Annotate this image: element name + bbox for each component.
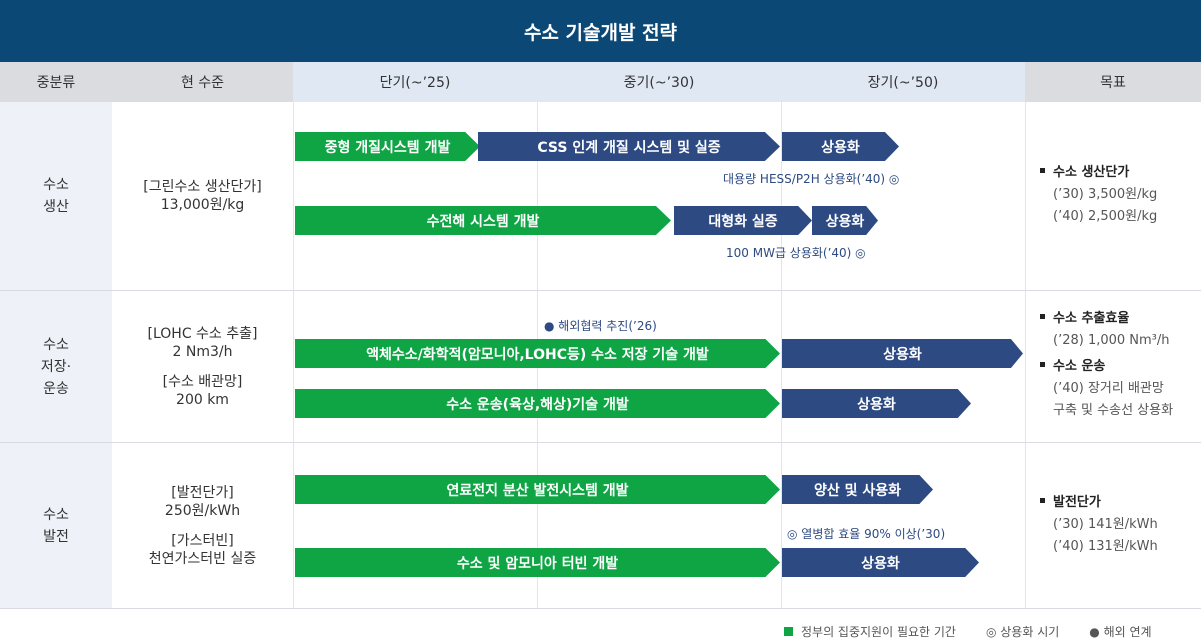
level-line: [가스터빈] bbox=[171, 532, 234, 549]
level-storage: [LOHC 수소 추출] 2 Nm3/h [수소 배관망] 200 km bbox=[112, 291, 293, 442]
header-current-level: 현 수준 bbox=[112, 62, 293, 102]
category-line: 발전 bbox=[43, 528, 69, 545]
bullet-icon bbox=[1040, 498, 1045, 503]
goal-item: (’28) 1,000 Nm³/h bbox=[1053, 333, 1170, 348]
bar-transport: 수소 운송(육상,해상)기술 개발 bbox=[295, 389, 780, 418]
bar-medium-reformer: 중형 개질시스템 개발 bbox=[295, 132, 480, 161]
note-chp: ◎ 열병합 효율 90% 이상(’30) bbox=[787, 527, 946, 541]
divider-h-3 bbox=[0, 608, 1201, 609]
goal-item: 구축 및 수송선 상용화 bbox=[1053, 403, 1174, 418]
divider-v-1 bbox=[293, 102, 294, 608]
category-line: 수소 bbox=[43, 177, 69, 193]
divider-h-1 bbox=[0, 290, 1201, 291]
level-line: 13,000원/kg bbox=[160, 197, 245, 213]
goal-storage: 수소 추출효율 (’28) 1,000 Nm³/h 수소 운송 (’40) 장거… bbox=[1040, 308, 1173, 422]
header-long-term: 장기(~’50) bbox=[781, 62, 1025, 102]
goal-power: 발전단가 (’30) 141원/kWh (’40) 131원/kWh bbox=[1040, 492, 1158, 558]
bar-commercial-2: 상용화 bbox=[812, 206, 878, 235]
bar-liquid-storage: 액체수소/화학적(암모니아,LOHC등) 수소 저장 기술 개발 bbox=[295, 339, 780, 368]
goal-item: (’30) 141원/kWh bbox=[1053, 517, 1158, 532]
level-line: [수소 배관망] bbox=[162, 373, 243, 390]
header-mid-term: 중기(~’30) bbox=[537, 62, 781, 102]
level-line: 200 km bbox=[176, 391, 229, 408]
category-line: 수소 bbox=[43, 506, 69, 523]
divider-v-4 bbox=[1025, 102, 1026, 608]
level-line: [LOHC 수소 추출] bbox=[147, 325, 258, 342]
goal-item: (’40) 2,500원/kg bbox=[1053, 209, 1158, 224]
category-line: 운송 bbox=[43, 380, 69, 397]
bar-commercial-4: 상용화 bbox=[782, 389, 971, 418]
legend: 정부의 집중지원이 필요한 기간 ◎ 상용화 시기 ● 해외 연계 bbox=[784, 623, 1152, 640]
bar-electrolysis: 수전해 시스템 개발 bbox=[295, 206, 671, 235]
goal-head: 수소 운송 bbox=[1040, 356, 1173, 378]
bullet-icon bbox=[1040, 168, 1045, 173]
goal-head: 수소 생산단가 bbox=[1040, 162, 1157, 184]
level-line: 250원/kWh bbox=[164, 502, 241, 519]
goal-item: (’40) 131원/kWh bbox=[1053, 539, 1158, 554]
note-100mw: 100 MW급 상용화(’40) ◎ bbox=[726, 246, 866, 260]
bullet-icon bbox=[1040, 314, 1045, 319]
goal-item: (’40) 장거리 배관망 bbox=[1053, 381, 1164, 396]
level-line: [발전단가] bbox=[171, 484, 234, 501]
header-short-term: 단기(~’25) bbox=[293, 62, 537, 102]
note-hess: 대용량 HESS/P2H 상용화(’40) ◎ bbox=[723, 172, 900, 186]
legend-commercial: ◎ 상용화 시기 bbox=[985, 625, 1060, 639]
level-power: [발전단가] 250원/kWh [가스터빈] 천연가스터빈 실증 bbox=[112, 443, 293, 608]
category-production: 수소 생산 bbox=[0, 102, 112, 290]
divider-v-3 bbox=[781, 102, 782, 608]
green-square-icon bbox=[784, 627, 793, 636]
bar-fuel-cell: 연료전지 분산 발전시스템 개발 bbox=[295, 475, 780, 504]
category-line: 생산 bbox=[43, 199, 69, 215]
category-line: 저장· bbox=[40, 358, 72, 375]
level-line: [그린수소 생산단가] bbox=[143, 179, 262, 195]
bullet-icon bbox=[1040, 362, 1045, 367]
divider-h-2 bbox=[0, 442, 1201, 443]
bar-mass-production: 양산 및 사용화 bbox=[782, 475, 933, 504]
legend-govt: 정부의 집중지원이 필요한 기간 bbox=[801, 625, 956, 639]
page-title: 수소 기술개발 전략 bbox=[0, 0, 1201, 62]
category-storage: 수소 저장· 운송 bbox=[0, 291, 112, 442]
goal-head: 발전단가 bbox=[1040, 492, 1158, 514]
header-goal: 목표 bbox=[1025, 62, 1201, 102]
header-category: 중분류 bbox=[0, 62, 112, 102]
level-line: 2 Nm3/h bbox=[172, 343, 233, 360]
bar-commercial-5: 상용화 bbox=[782, 548, 979, 577]
bar-commercial-3: 상용화 bbox=[782, 339, 1023, 368]
bar-scaleup-demo: 대형화 실증 bbox=[674, 206, 812, 235]
note-overseas: ● 해외협력 추진(’26) bbox=[544, 319, 657, 333]
goal-production: 수소 생산단가 (’30) 3,500원/kg (’40) 2,500원/kg bbox=[1040, 162, 1157, 228]
goal-item: (’30) 3,500원/kg bbox=[1053, 187, 1158, 202]
level-production: [그린수소 생산단가] 13,000원/kg bbox=[112, 102, 293, 290]
bar-css-reformer: CSS 인계 개질 시스템 및 실증 bbox=[478, 132, 780, 161]
goal-head: 수소 추출효율 bbox=[1040, 308, 1173, 330]
bar-turbine: 수소 및 암모니아 터빈 개발 bbox=[295, 548, 780, 577]
bar-commercial-1: 상용화 bbox=[782, 132, 899, 161]
level-line: 천연가스터빈 실증 bbox=[148, 550, 257, 567]
legend-overseas: ● 해외 연계 bbox=[1089, 625, 1152, 639]
category-power: 수소 발전 bbox=[0, 443, 112, 608]
category-line: 수소 bbox=[43, 336, 69, 353]
